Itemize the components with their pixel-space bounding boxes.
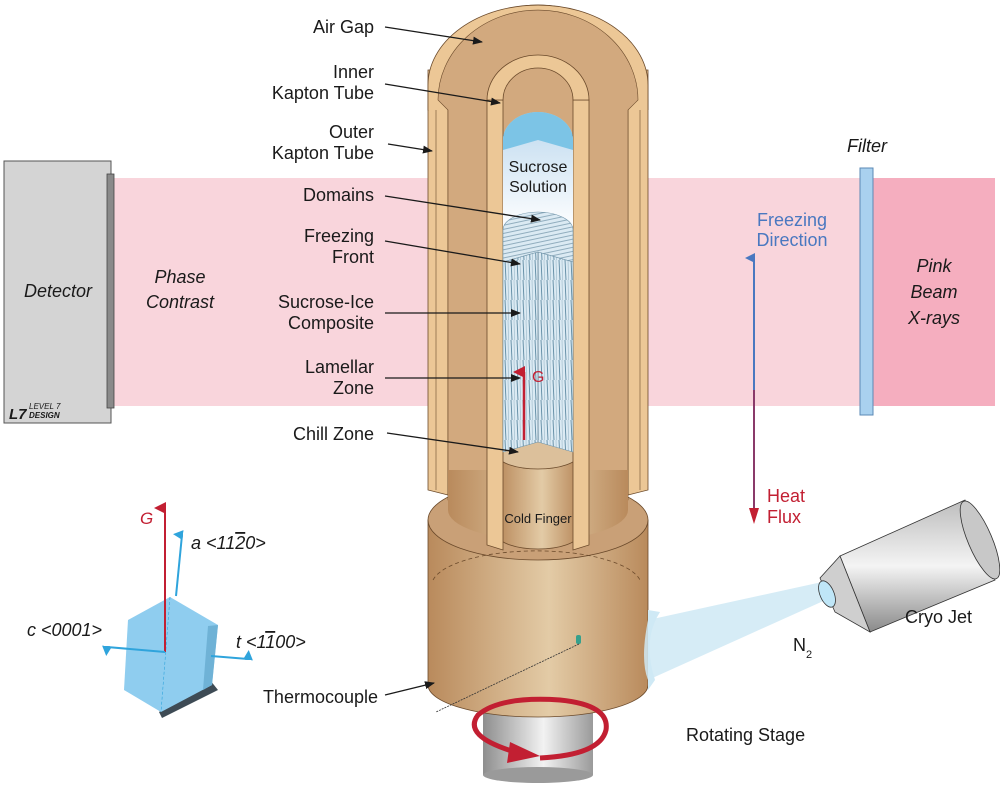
label-inner-kapton-1: Inner: [333, 62, 374, 82]
label-lamellar-1: Lamellar: [305, 357, 374, 377]
rotation-arrow: [471, 696, 609, 761]
label-inner-kapton-2: Kapton Tube: [272, 83, 374, 103]
crystal-g-label: G: [140, 509, 153, 528]
c-axis-label: c <0001>: [27, 620, 102, 640]
logo-line-2: DESIGN: [29, 411, 60, 420]
label-composite-1: Sucrose-Ice: [278, 292, 374, 312]
n2-label: N: [793, 635, 806, 655]
sucrose-label-1: Sucrose: [509, 159, 568, 176]
heat-flux-label-1: Heat: [767, 486, 805, 506]
label-lamellar-2: Zone: [333, 378, 374, 398]
hexagonal-crystal: [124, 597, 218, 712]
n2-stream: [644, 582, 830, 680]
filter: [859, 167, 874, 416]
t-axis: [210, 650, 253, 661]
logo-line-1: LEVEL 7: [29, 402, 61, 411]
gradient-label: G: [532, 369, 544, 386]
a-axis-label-prefix: a <1120>: [191, 533, 266, 553]
phase-contrast-label-1: Phase: [154, 267, 205, 287]
detector: Detector L7 LEVEL 7 DESIGN: [3, 160, 115, 424]
callout-labels: Air Gap Inner Kapton Tube Outer Kapton T…: [263, 17, 805, 745]
label-air-gap: Air Gap: [313, 17, 374, 37]
label-composite-2: Composite: [288, 313, 374, 333]
detector-screen: [106, 173, 115, 409]
freezing-direction-label-1: Freezing: [757, 210, 827, 230]
n2-subscript: 2: [806, 649, 812, 661]
c-axis: [102, 645, 166, 656]
cryo-jet-label: Cryo Jet: [905, 607, 972, 627]
ice-crystal-orientation: G a <1120> c <0001> t <1100>: [27, 502, 306, 718]
freezing-direction-label-2: Direction: [756, 230, 827, 250]
pink-beam-label-1: Pink: [916, 256, 952, 276]
logo-mark: L7: [9, 406, 27, 423]
a-axis: [173, 530, 184, 597]
pink-beam-label-2: Beam: [910, 282, 957, 302]
phase-contrast-label-2: Contrast: [146, 292, 215, 312]
label-outer-kapton-1: Outer: [329, 122, 374, 142]
thermocouple-tip: [576, 635, 581, 644]
pink-beam-label-3: X-rays: [907, 308, 960, 328]
label-freezing-front-1: Freezing: [304, 226, 374, 246]
heat-flux-label-2: Flux: [767, 507, 801, 527]
label-thermocouple: Thermocouple: [263, 687, 378, 707]
sample-column: Sucrose Solution: [502, 112, 574, 453]
t-axis-label: t <1100>: [236, 632, 306, 652]
pink-beam-region: [870, 178, 995, 406]
cryo-jet: [644, 499, 1000, 690]
domains: [502, 211, 574, 263]
label-domains: Domains: [303, 185, 374, 205]
detector-label: Detector: [24, 281, 93, 301]
label-rotating-stage: Rotating Stage: [686, 725, 805, 745]
label-chill-zone: Chill Zone: [293, 424, 374, 444]
filter-label: Filter: [847, 136, 888, 156]
sucrose-label-2: Solution: [509, 179, 567, 196]
cold-finger-label: Cold Finger: [504, 511, 572, 526]
label-outer-kapton-2: Kapton Tube: [272, 143, 374, 163]
thermocouple-wire: [435, 643, 580, 713]
label-freezing-front-2: Front: [332, 247, 374, 267]
